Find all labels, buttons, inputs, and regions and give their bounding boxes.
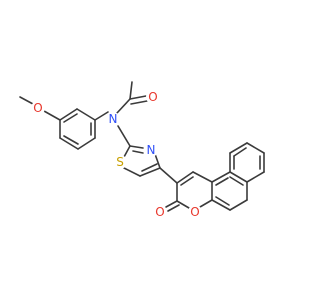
atom-labels: O N O S N O O [31,90,202,219]
bond-nap-a [211,171,231,183]
bond-c2-carbonyl-2 [167,204,180,212]
bond-benzo-c [246,142,265,154]
atom-label-o-lactone-ring: O [190,205,199,219]
bond-carbonyl-o-2 [130,100,148,105]
atom-n-thiazole: N [144,143,158,157]
bond-c2-carbonyl-1 [165,200,178,208]
bond-c4-n [154,153,161,169]
bond-ring1-d [77,137,96,150]
bond-nap-e-inner [215,196,230,206]
atom-label-n-thiazole: N [147,143,156,157]
bond-benzo-e [246,171,265,183]
bond-carbonyl-methyl [129,81,133,100]
bond-n-thiazole [117,125,131,147]
atom-o-acetyl: O [146,90,160,104]
atom-o-lactone-ring: O [188,205,202,219]
bonds [19,81,265,212]
bond-nap-d [229,199,248,211]
atom-n-amide: N [106,112,120,126]
molecule-structure: O N O S N O O [19,81,265,219]
atom-label-n-amide: N [109,112,118,126]
bond-nap-b-inner [229,176,244,186]
bond-nap-a-inner [215,177,229,186]
bond-n-c2 [129,145,144,149]
bond-nap-e [211,199,231,211]
bond-thiazole-coumarin [159,167,178,184]
bond-methyl-o [19,96,34,105]
bond-benzo-b [229,142,248,154]
bond-ring1-a [59,108,78,121]
bond-ring1-a-inner [63,113,78,123]
bond-nap-b [229,171,248,183]
bond-carbonyl-o-1 [129,95,147,100]
bond-ring1-e [59,137,79,150]
bond-benzo-b-inner [233,147,247,157]
atom-label-o-lactone-carbonyl: O [155,205,164,219]
bond-c5-c4-inner [141,163,158,172]
atom-label-o-acetyl: O [148,90,157,104]
bond-c3-c4-inner [180,176,194,186]
bond-o-c2 [176,200,190,209]
bond-ring1-b [76,108,96,121]
bond-n-c2-inner [132,150,144,154]
atom-o-lactone-carbonyl: O [153,205,167,219]
bond-c2-s [123,145,131,158]
bond-ring1-e-inner [63,135,79,145]
bond-c3-c4 [176,171,194,184]
atom-s-thiazole: S [113,155,127,169]
bond-c10b-o [199,199,213,208]
atom-label-s-thiazole: S [116,155,124,169]
bond-n-carbonyl [116,98,131,114]
structure-canvas: O N O S N O O [19,81,265,219]
atom-label-o-methoxy: O [33,101,42,115]
atom-o-methoxy: O [31,101,45,115]
bond-s-c5 [123,167,141,177]
bond-aryl-n [94,111,109,121]
bond-c5-c4 [139,167,161,177]
bond-o-aryl [43,110,61,121]
bond-c4-c4a [192,171,213,183]
